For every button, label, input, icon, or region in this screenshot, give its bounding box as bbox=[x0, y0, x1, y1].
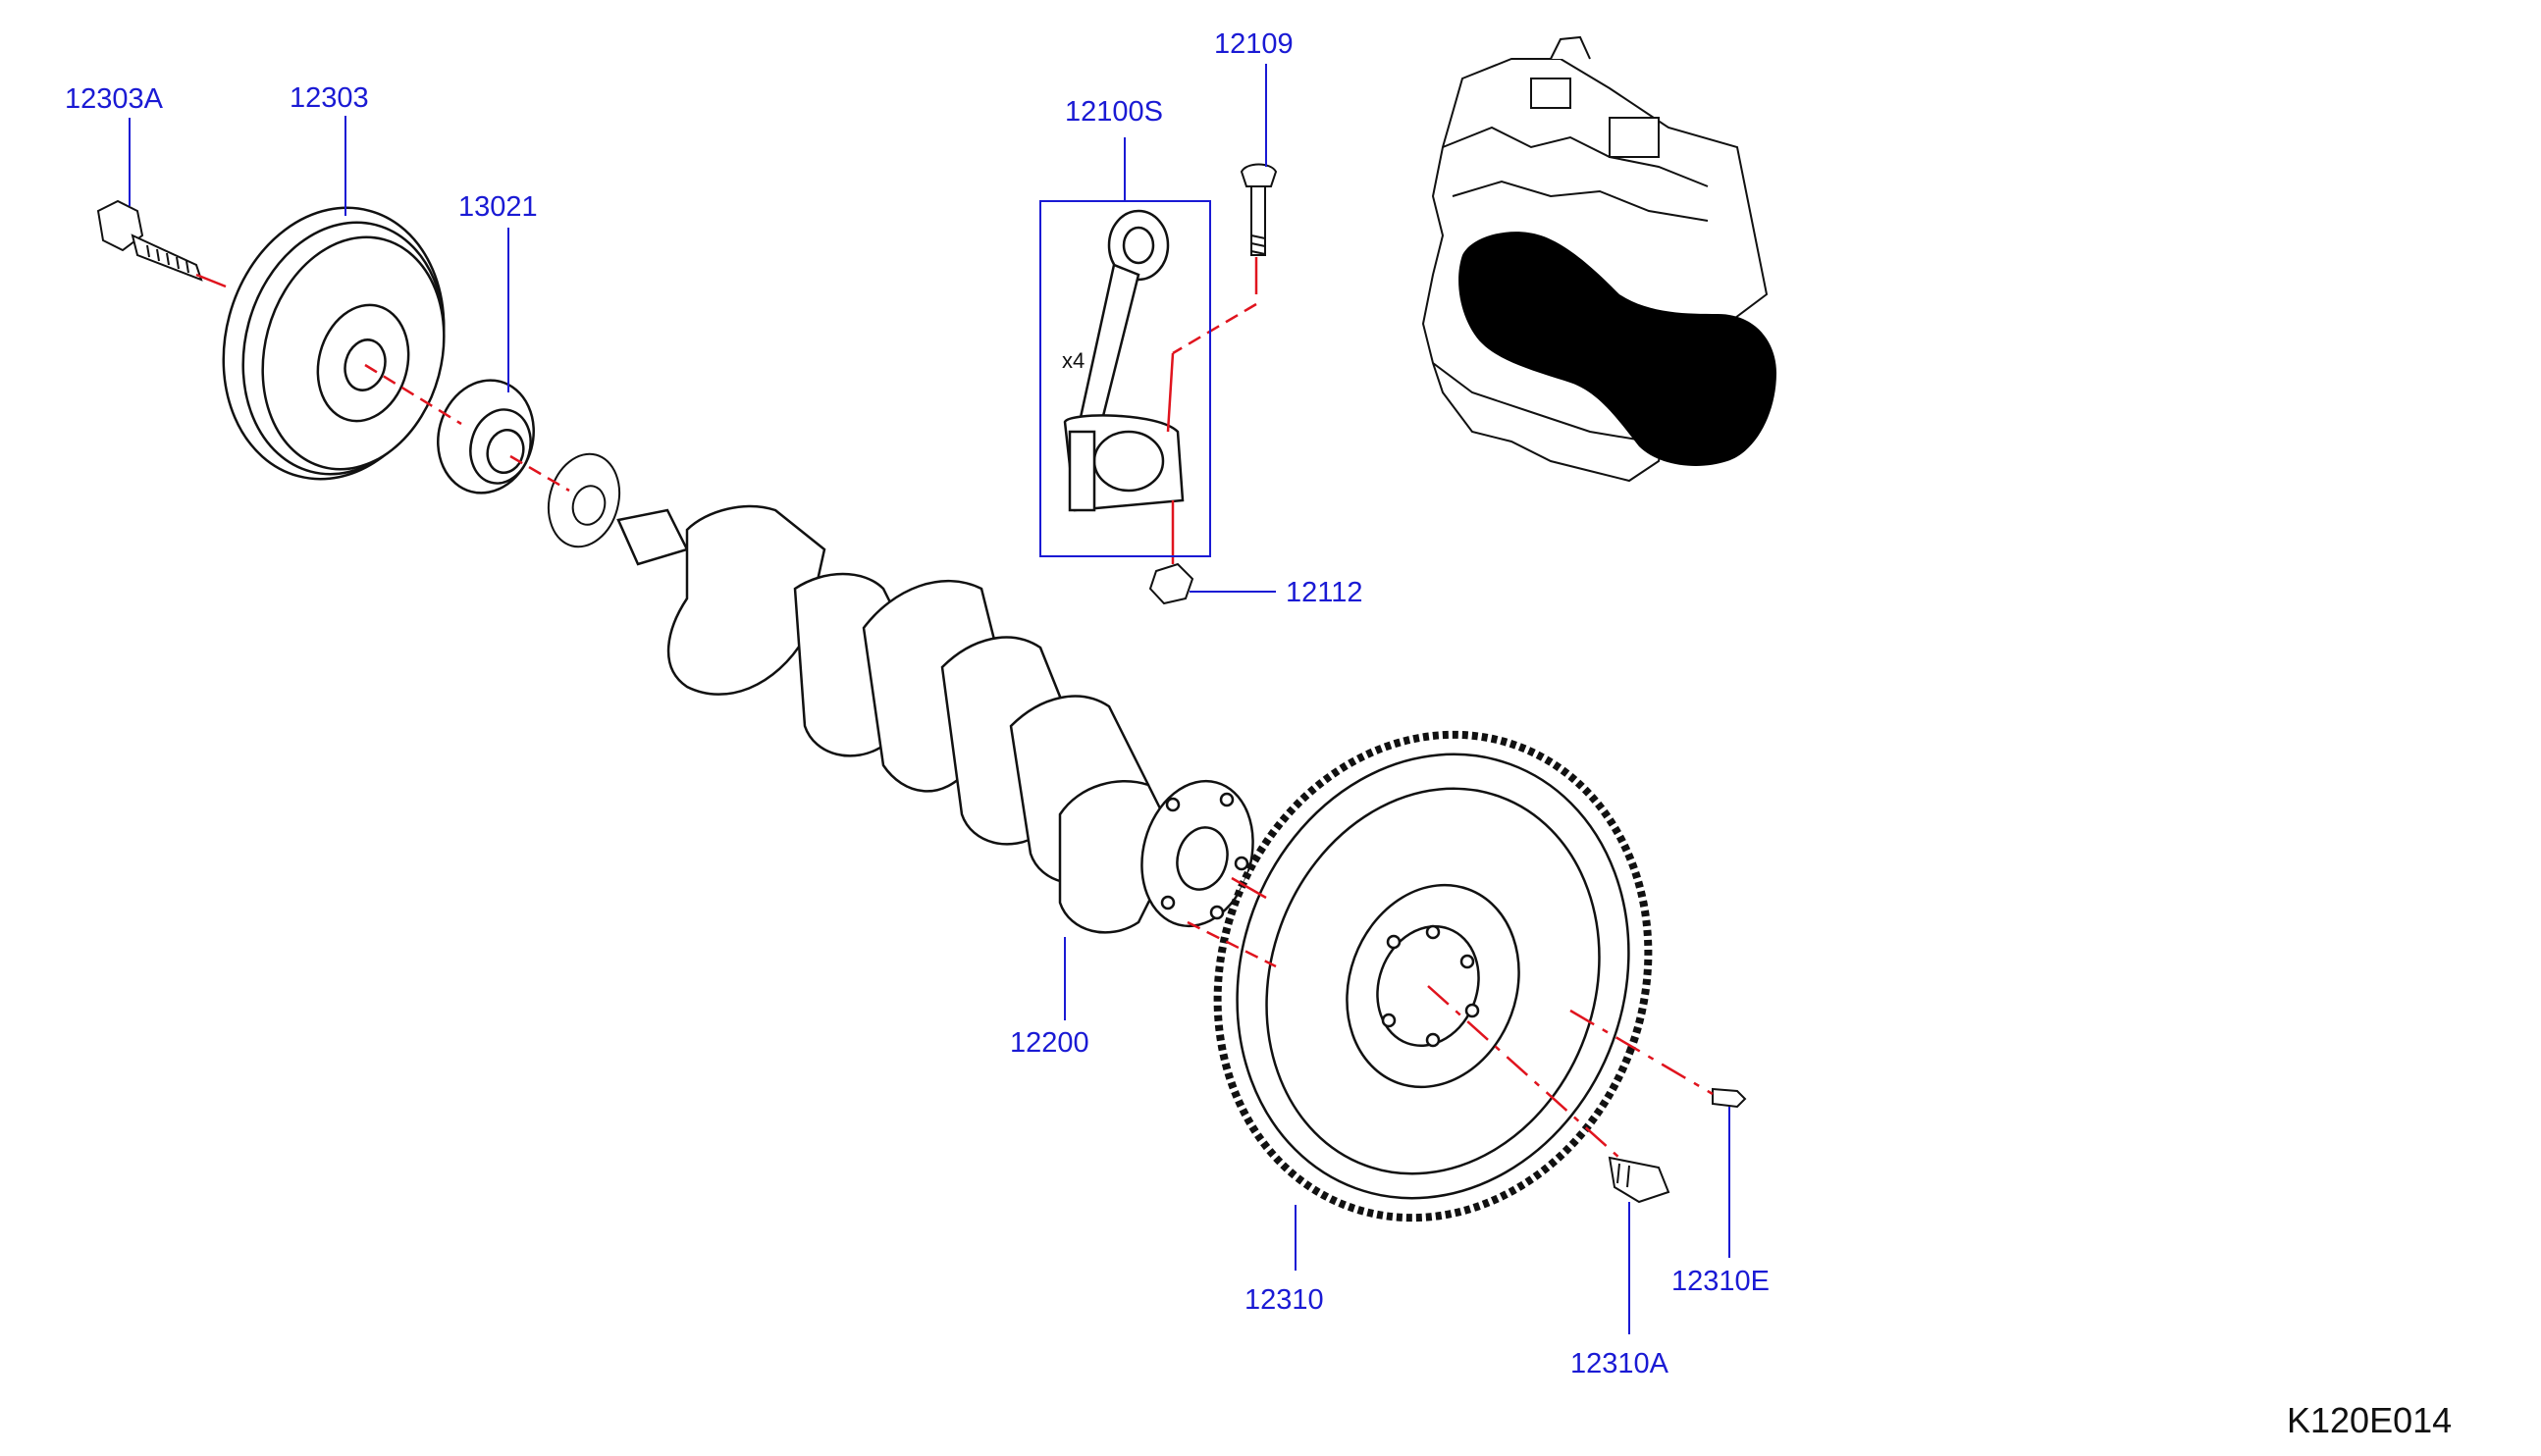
callout-label-12303a: 12303A bbox=[65, 83, 163, 115]
flywheel-dowel-pin bbox=[1712, 1087, 1747, 1109]
connecting-rod bbox=[1063, 209, 1185, 512]
flywheel bbox=[1213, 730, 1653, 1222]
callout-label-12100s: 12100S bbox=[1065, 96, 1163, 128]
callout-label-13021: 13021 bbox=[458, 191, 538, 223]
callout-label-12310a: 12310A bbox=[1570, 1348, 1668, 1379]
callout-label-12200: 12200 bbox=[1010, 1027, 1089, 1059]
connecting-rod-nut bbox=[1148, 562, 1194, 605]
flywheel-bolt bbox=[1608, 1156, 1670, 1204]
callout-label-12303: 12303 bbox=[290, 82, 369, 114]
crank-pulley-bolt bbox=[96, 199, 203, 282]
engine-block-silhouette bbox=[1458, 232, 1776, 466]
quantity-note: x4 bbox=[1062, 348, 1085, 373]
callout-label-12109: 12109 bbox=[1214, 28, 1294, 60]
callout-label-12310e: 12310E bbox=[1671, 1266, 1770, 1297]
callout-label-12310: 12310 bbox=[1244, 1284, 1324, 1316]
callout-leader-lines bbox=[129, 64, 1730, 1334]
assembly-axis-lines bbox=[195, 257, 1714, 1159]
connecting-rod-bolt bbox=[1240, 163, 1278, 256]
callout-label-12112: 12112 bbox=[1286, 577, 1363, 608]
crank-pulley bbox=[222, 206, 446, 481]
crank-sprocket bbox=[437, 379, 535, 494]
crankshaft bbox=[616, 504, 1254, 934]
diagram-reference-code: K120E014 bbox=[2287, 1400, 2453, 1440]
oil-pump-sprocket bbox=[547, 452, 621, 548]
